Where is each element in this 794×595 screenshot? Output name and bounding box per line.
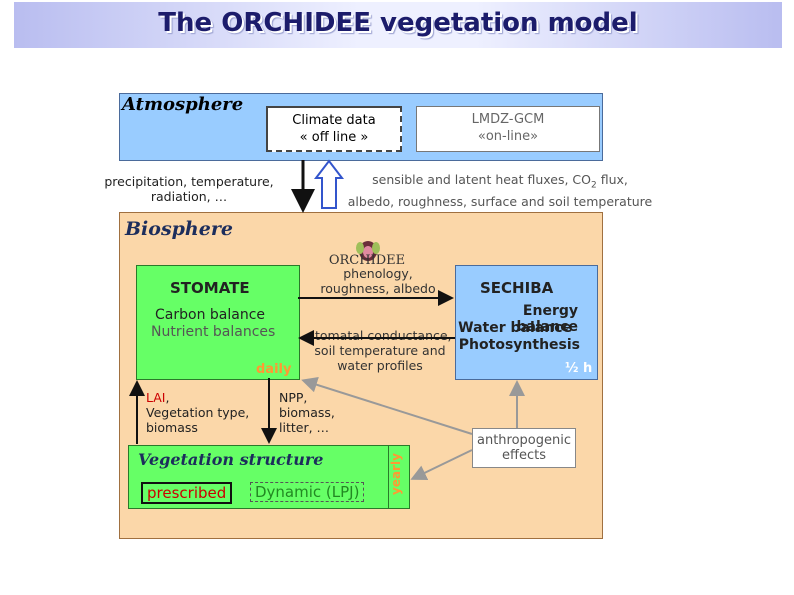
- lmdz-gcm-box: LMDZ-GCM «on-line»: [416, 106, 600, 152]
- lai-text: LAI, Vegetation type, biomass: [146, 390, 266, 435]
- sechiba-box: [455, 265, 598, 380]
- sechiba-label: SECHIBA: [480, 279, 554, 297]
- stomate-label: STOMATE: [170, 279, 250, 297]
- anthropogenic-effects-box: anthropogenic effects: [472, 428, 576, 468]
- lmdz-line1: LMDZ-GCM: [471, 112, 545, 127]
- phenology-line2: roughness, albedo: [320, 281, 436, 296]
- lai-line3: biomass: [146, 420, 198, 435]
- energy-balance: Energy balance: [516, 303, 578, 335]
- vegetation-structure-box: [128, 445, 392, 509]
- lai-red: LAI: [146, 390, 166, 405]
- stomatal-line3: water profiles: [337, 358, 423, 373]
- stomatal-line2: soil temperature and: [314, 343, 446, 358]
- page-title: The ORCHIDEE vegetation model: [158, 8, 638, 38]
- yearly-box: [388, 445, 410, 509]
- npp-text: NPP, biomass, litter, …: [279, 390, 369, 435]
- climate-data-line1: Climate data: [292, 113, 376, 128]
- stomate-box: [136, 265, 300, 380]
- prescribed-option: prescribed: [141, 482, 233, 504]
- npp-line3: litter, …: [279, 420, 330, 435]
- half-hour-timestep: ½ h: [565, 361, 593, 376]
- lmdz-line2: «on-line»: [477, 129, 539, 144]
- orchidee-logo-graphic: ORCHIDEE: [329, 241, 405, 268]
- lai-line1: LAI,: [146, 390, 266, 405]
- flux-line1-a: sensible and latent heat fluxes, CO: [372, 172, 591, 187]
- flux-text: sensible and latent heat fluxes, CO2 flu…: [330, 172, 670, 209]
- forcing-line1: precipitation, temperature,: [104, 174, 274, 189]
- flux-line1: sensible and latent heat fluxes, CO2 flu…: [330, 172, 670, 194]
- forcing-line2: radiation, …: [150, 189, 228, 204]
- stomatal-text: stomatal conductance, soil temperature a…: [300, 328, 460, 373]
- water-balance: Water balance: [458, 320, 572, 336]
- carbon-balance: Carbon balance: [155, 307, 266, 323]
- anthropogenic-line2: effects: [502, 448, 546, 463]
- flux-line1-sub: 2: [591, 180, 597, 191]
- dynamic-lpj-option: Dynamic (LPJ): [250, 482, 365, 502]
- npp-line2: biomass,: [279, 405, 335, 420]
- flux-line2: albedo, roughness, surface and soil temp…: [347, 193, 653, 209]
- vegetation-structure-label: Vegetation structure: [138, 450, 324, 469]
- atmosphere-label: Atmosphere: [122, 94, 244, 115]
- phenology-text: phenology, roughness, albedo: [314, 266, 442, 296]
- flux-up-arrow: [313, 159, 345, 209]
- stomatal-line1: stomatal conductance,: [308, 328, 452, 343]
- orchidee-logo: ORCHIDEE: [322, 240, 412, 268]
- biosphere-label: Biosphere: [125, 218, 233, 240]
- nutrient-balances: Nutrient balances: [151, 324, 276, 340]
- logo-text: ORCHIDEE: [329, 253, 405, 268]
- anthropogenic-to-vegetation-arrow: [410, 449, 473, 480]
- title-bar: [14, 2, 782, 48]
- photosynthesis: Photosynthesis: [458, 337, 580, 353]
- anthropogenic-to-stomate-arrow: [301, 377, 473, 435]
- climate-data-line2: « off line »: [299, 130, 369, 145]
- lai-comma: ,: [165, 390, 170, 405]
- forcing-text: precipitation, temperature, radiation, …: [104, 174, 274, 204]
- anthropogenic-line1: anthropogenic: [476, 433, 571, 448]
- phenology-line1: phenology,: [343, 266, 413, 281]
- daily-timestep: daily: [256, 362, 292, 377]
- npp-line1: NPP,: [279, 390, 308, 405]
- flux-line1-b: flux,: [596, 172, 628, 187]
- climate-data-box: Climate data « off line »: [266, 106, 402, 152]
- lai-line2: Vegetation type,: [146, 405, 250, 420]
